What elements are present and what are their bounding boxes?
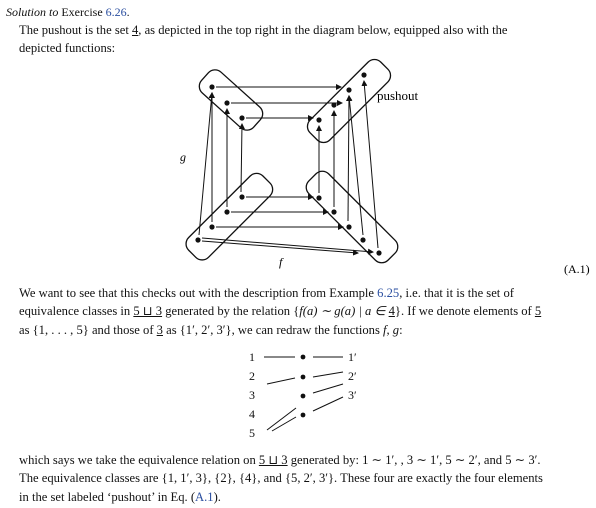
pushout-diagram: pushout g f (A.1) bbox=[180, 58, 590, 276]
right-label: 2′ bbox=[348, 369, 357, 383]
right-label: 3′ bbox=[348, 388, 357, 402]
left-label: 1 bbox=[249, 350, 255, 364]
dot bbox=[224, 100, 230, 106]
dot bbox=[195, 237, 201, 243]
equation-ref-link[interactable]: A.1 bbox=[195, 489, 214, 504]
dot bbox=[361, 72, 367, 78]
dot bbox=[331, 102, 337, 108]
solution-heading: Solution to Exercise 6.26. bbox=[6, 5, 130, 19]
left-label: 5 bbox=[249, 426, 255, 440]
dot bbox=[300, 412, 306, 418]
dot bbox=[376, 250, 382, 256]
right-label: 1′ bbox=[348, 350, 357, 364]
pushout-label: pushout bbox=[377, 88, 419, 103]
f-label: f bbox=[279, 255, 284, 269]
dot bbox=[346, 87, 352, 93]
dot bbox=[300, 393, 306, 399]
set-top-left bbox=[198, 69, 264, 131]
dot bbox=[360, 237, 366, 243]
dot bbox=[239, 194, 245, 200]
dot bbox=[209, 84, 215, 90]
left-label: 4 bbox=[249, 407, 255, 421]
g-label: g bbox=[180, 150, 186, 164]
dot bbox=[316, 117, 322, 123]
set-top-right bbox=[306, 58, 392, 144]
left-label: 3 bbox=[249, 388, 255, 402]
set-4: 4 bbox=[131, 23, 139, 37]
dot bbox=[209, 224, 215, 230]
explanation-paragraph: We want to see that this checks out with… bbox=[19, 286, 542, 337]
equation-tag: (A.1) bbox=[564, 262, 590, 276]
intro-paragraph: The pushout is the set 4, as depicted in… bbox=[19, 23, 508, 56]
dot bbox=[300, 374, 306, 380]
exercise-word: Exercise bbox=[61, 5, 103, 19]
solution-label: Solution to bbox=[6, 5, 59, 19]
redrawn-functions-diagram: 1 2 3 4 5 1′ 2′ 3′ bbox=[249, 350, 357, 440]
left-label: 2 bbox=[249, 369, 255, 383]
set-bottom-left bbox=[185, 172, 274, 261]
exercise-ref-link[interactable]: 6.26 bbox=[105, 5, 127, 19]
dot bbox=[331, 209, 337, 215]
set-bottom-right bbox=[305, 170, 399, 264]
example-ref-link[interactable]: 6.25 bbox=[377, 286, 400, 300]
dot bbox=[224, 209, 230, 215]
dot bbox=[316, 195, 322, 201]
dot bbox=[300, 354, 306, 360]
conclusion-paragraph: which says we take the equivalence relat… bbox=[19, 453, 543, 504]
dot bbox=[239, 115, 245, 121]
dot bbox=[346, 224, 352, 230]
